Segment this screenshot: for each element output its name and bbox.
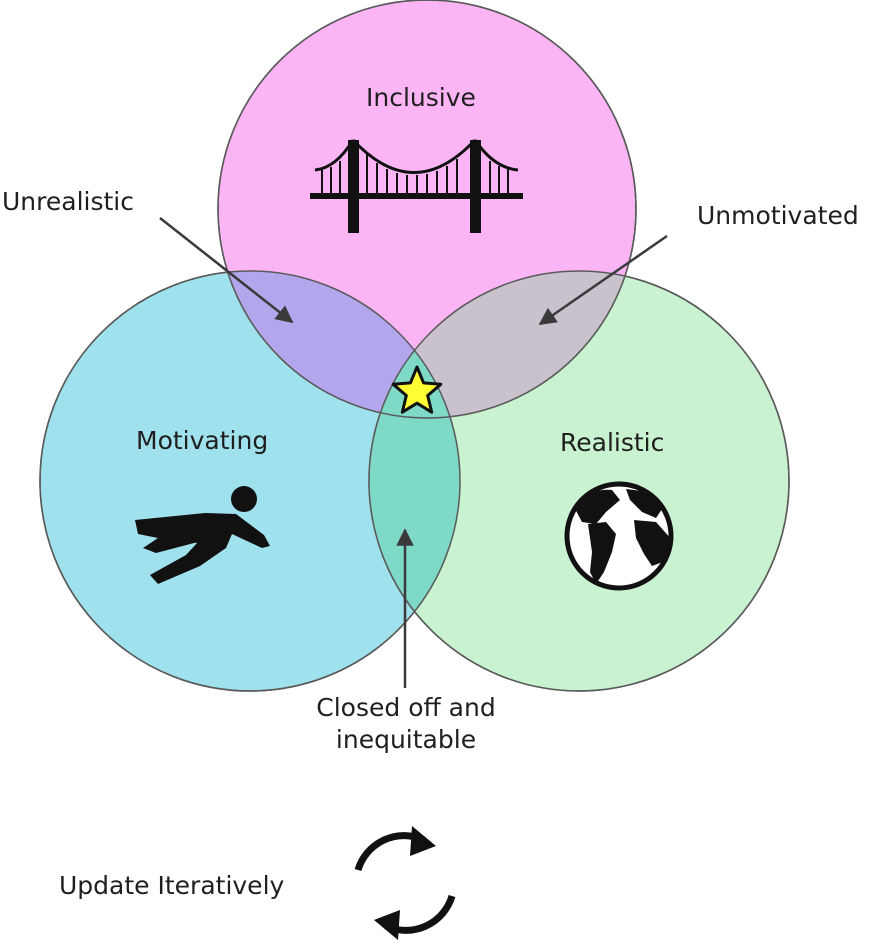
globe-icon <box>564 481 674 591</box>
closed-off-label-line2: inequitable <box>335 725 477 754</box>
closed-off-label: Closed off and inequitable <box>286 692 526 756</box>
star-icon <box>391 365 443 414</box>
unrealistic-arrow <box>159 217 294 324</box>
unrealistic-label: Unrealistic <box>2 187 134 216</box>
refresh-cycle-arrowheads <box>374 826 436 940</box>
realistic-label: Realistic <box>560 428 665 457</box>
flying-person-icon <box>135 486 270 584</box>
inclusive-label: Inclusive <box>366 83 476 112</box>
refresh-cycle-icon <box>354 832 456 934</box>
callout-arrows <box>159 217 668 688</box>
unmotivated-arrow <box>538 234 668 326</box>
closed-off-label-line1: Closed off and <box>316 693 496 722</box>
overlap-inclusive-realistic <box>369 271 636 418</box>
unmotivated-label: Unmotivated <box>697 201 859 230</box>
update-iteratively-label: Update Iteratively <box>59 871 285 900</box>
bridge-icon <box>310 138 523 233</box>
motivating-label: Motivating <box>136 426 269 455</box>
overlap-inclusive-motivating <box>218 271 460 418</box>
